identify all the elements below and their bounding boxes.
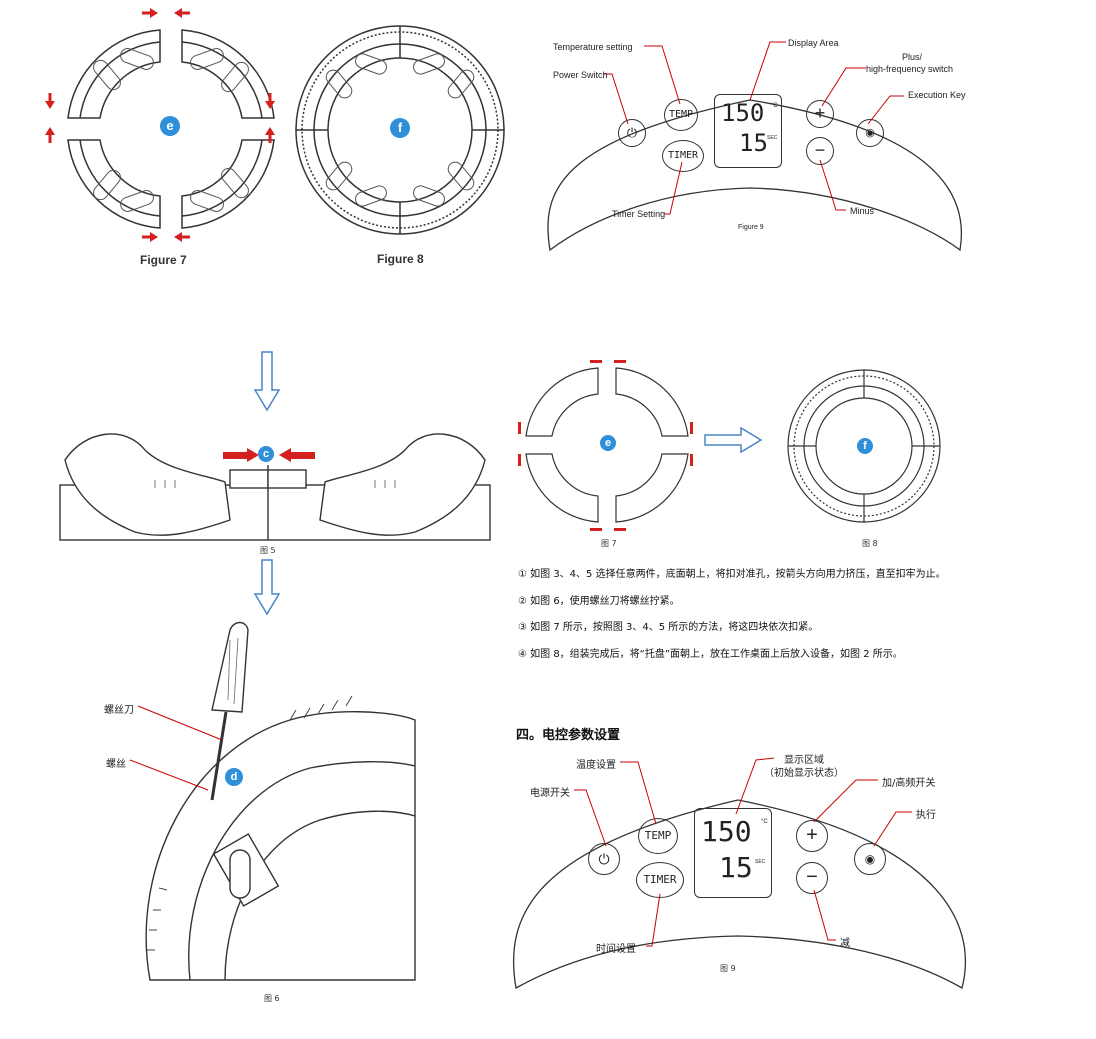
label-plus-line2: high-frequency switch <box>866 64 954 74</box>
step-3: ③ 如图 7 所示，按照图 3、4、5 所示的方法，将这四块依次扣紧。 <box>518 622 819 633</box>
cn-label-minus: 减 <box>840 938 850 949</box>
cn-label-display-area: 显示区域 <box>784 755 824 766</box>
figure-6-marker: d <box>225 768 243 786</box>
figure-8-cn-assembled-ring <box>787 369 941 523</box>
figure-7-split-ring <box>67 29 275 229</box>
figure-6-leader-lines <box>129 705 223 791</box>
step-4: ④ 如图 8，组装完成后，将“托盘”面朝上，放在工作桌面上后放入设备，如图 2 … <box>518 649 903 660</box>
step-1: ① 如图 3、4、5 选择任意两件，底面朝上，将扣对准孔，按箭头方向用力挤压，直… <box>518 569 946 580</box>
display-temperature: 150 <box>721 99 765 127</box>
figure-9-cn-panel-outline <box>512 799 966 990</box>
figure-6-caption: 图 6 <box>264 994 280 1003</box>
figure-8-caption: Figure 8 <box>377 252 424 266</box>
figure-7-marker: e <box>160 116 180 136</box>
cn-display-temperature: 150 <box>701 815 752 848</box>
flow-arrow-down-2 <box>253 559 281 616</box>
display-sec: SEC <box>767 135 778 141</box>
figure-9-caption: Figure 9 <box>738 224 764 231</box>
figure-9-panel-outline <box>547 99 963 252</box>
label-screw: 螺丝 <box>106 759 126 770</box>
figure-9-cn-caption: 图 9 <box>720 964 736 973</box>
figure-8-marker: f <box>390 118 410 138</box>
figure-7-cn-split-ring <box>518 360 693 531</box>
figure-7-arrows <box>45 8 275 242</box>
cn-label-temp-setting: 温度设置 <box>576 760 616 771</box>
execution-key-button[interactable]: ◉ <box>856 119 884 147</box>
cn-plus-button[interactable]: + <box>796 820 828 852</box>
figure-8-cn-marker: f <box>857 438 873 454</box>
cn-label-plus-switch: 加/高频开关 <box>882 778 936 789</box>
cn-display-celsius: °C <box>761 819 768 825</box>
cn-label-execute: 执行 <box>916 810 936 821</box>
cn-power-switch-button[interactable]: ⏻ <box>588 843 620 875</box>
temp-button[interactable]: TEMP <box>664 99 698 131</box>
figure-5-hands-assembly <box>59 433 491 541</box>
figure-6-screwdriver-assembly <box>145 621 416 981</box>
timer-button[interactable]: TIMER <box>662 140 704 172</box>
figure-8-cn-caption: 图 8 <box>862 539 878 548</box>
label-temperature-setting: Temperature setting <box>553 42 633 52</box>
cn-display-area: 150 °C 15 SEC <box>694 808 772 898</box>
figure-7-cn-caption: 图 7 <box>601 539 617 548</box>
figure-7-cn-marker: e <box>600 435 616 451</box>
label-screwdriver: 螺丝刀 <box>104 705 134 716</box>
cn-temp-button[interactable]: TEMP <box>638 818 678 854</box>
label-display-area: Display Area <box>788 38 839 48</box>
figure-5-caption: 图 5 <box>260 546 276 555</box>
cn-display-sec: SEC <box>755 859 766 865</box>
cn-label-display-note: （初始显示状态） <box>764 768 844 779</box>
step-2: ② 如图 6，使用螺丝刀将螺丝拧紧。 <box>518 596 680 607</box>
power-switch-button[interactable]: ⏻ <box>618 119 646 147</box>
display-time: 15 <box>739 129 768 157</box>
display-area: 150 °C 15 SEC <box>714 94 782 168</box>
cn-execute-button[interactable]: ◉ <box>854 843 886 875</box>
cn-minus-button[interactable]: − <box>796 862 828 894</box>
cn-timer-button[interactable]: TIMER <box>636 862 684 898</box>
minus-button[interactable]: − <box>806 137 834 165</box>
label-plus-line1: Plus/ <box>902 52 923 62</box>
cn-label-timer-setting: 时间设置 <box>596 944 636 955</box>
flow-arrow-down-1 <box>253 351 281 412</box>
label-execution-key: Execution Key <box>908 90 966 100</box>
figure-5-marker: c <box>258 446 274 462</box>
flow-arrow-right <box>704 426 763 454</box>
section-title: 四。电控参数设置 <box>516 728 621 743</box>
cn-label-power-switch: 电源开关 <box>530 788 570 799</box>
cn-display-time: 15 <box>719 851 753 884</box>
figure-9-leader-lines <box>604 41 904 215</box>
display-celsius: °C <box>771 103 778 109</box>
label-minus: Minus <box>850 206 875 216</box>
figure-7-caption: Figure 7 <box>140 253 187 267</box>
figure-8-assembled-ring <box>295 25 505 235</box>
label-timer-setting: Timer Setting <box>612 209 666 219</box>
plus-button[interactable]: + <box>806 100 834 128</box>
label-power-switch: Power Switch <box>553 70 608 80</box>
